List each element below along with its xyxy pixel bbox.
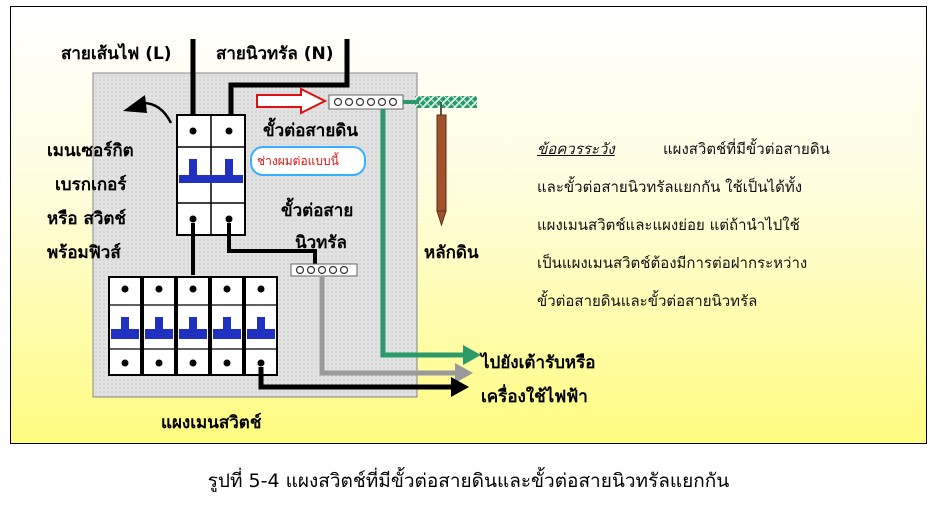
main-switch-label-line2: เบรกเกอร์ xyxy=(55,175,127,195)
installer-tag-text: ช่างผมต่อแบบนี้ xyxy=(257,154,339,168)
sub-breakers xyxy=(108,276,278,376)
destination-label-line1: ไปยังเต้ารับหรือ xyxy=(481,353,596,373)
figure-frame: สายเส้นไฟ (L) สายนิวทรัล (N) เมนเซอร์กิต… xyxy=(10,6,927,444)
note-line: ขั้วต่อสายดินและขั้วต่อสายนิวทรัล xyxy=(537,292,758,310)
panel-name-label: แผงเมนสวิตช์ xyxy=(161,413,262,433)
ground-terminal-pointer xyxy=(256,87,328,115)
note-line: เป็นแผงเมนสวิตช์ต้องมีการต่อฝากระหว่าง xyxy=(537,254,808,272)
installer-tag-oval xyxy=(250,146,366,176)
ground-terminal-bar xyxy=(328,94,404,110)
main-switch-label-line3: หรือ สวิตช์ xyxy=(47,209,126,229)
ground-terminal-label: ขั้วต่อสายดิน xyxy=(263,121,358,141)
figure-caption: รูปที่ 5-4 แผงสวิตช์ที่มีขั้วต่อสายดินแล… xyxy=(207,470,730,492)
ground-rod-label: หลักดิน xyxy=(424,243,479,263)
note-line: แผงเมนสวิตช์และแผงย่อย แต่ถ้านำไปใช้ xyxy=(537,216,800,234)
destination-label-line2: เครื่องใช้ไฟฟ้า xyxy=(481,387,588,407)
main-switch-label-line1: เมนเซอร์กิต xyxy=(47,141,134,161)
note-line: และขั้วต่อสายนิวทรัลแยกกัน ใช้เป็นได้ทั้… xyxy=(537,178,803,196)
live-out-wire xyxy=(258,367,455,390)
neutral-terminal-label-line2: นิวทรัล xyxy=(295,233,347,253)
note-line: แผงสวิตช์ที่มีขั้วต่อสายดิน xyxy=(663,140,830,158)
neutral-wire-label: สายนิวทรัล (N) xyxy=(216,44,334,64)
incoming-neutral-wire xyxy=(228,39,350,123)
main-switch-label-line4: พร้อมฟิวส์ xyxy=(47,243,121,263)
live-wire-label: สายเส้นไฟ (L) xyxy=(61,44,172,64)
neutral-terminal-label-line1: ขั้วต่อสาย xyxy=(281,201,354,221)
ground-out-wire xyxy=(380,109,463,358)
neutral-terminal-bar xyxy=(290,263,358,277)
main-breaker-handle xyxy=(179,159,243,183)
wiring-diagram xyxy=(92,39,481,398)
pointer-arrow xyxy=(142,101,173,124)
ground-rod xyxy=(436,114,447,212)
note-title: ข้อควรระวัง xyxy=(537,140,615,158)
ground-conductor xyxy=(415,96,477,108)
neutral-link-wire xyxy=(227,223,317,265)
neutral-out-wire xyxy=(319,277,455,376)
